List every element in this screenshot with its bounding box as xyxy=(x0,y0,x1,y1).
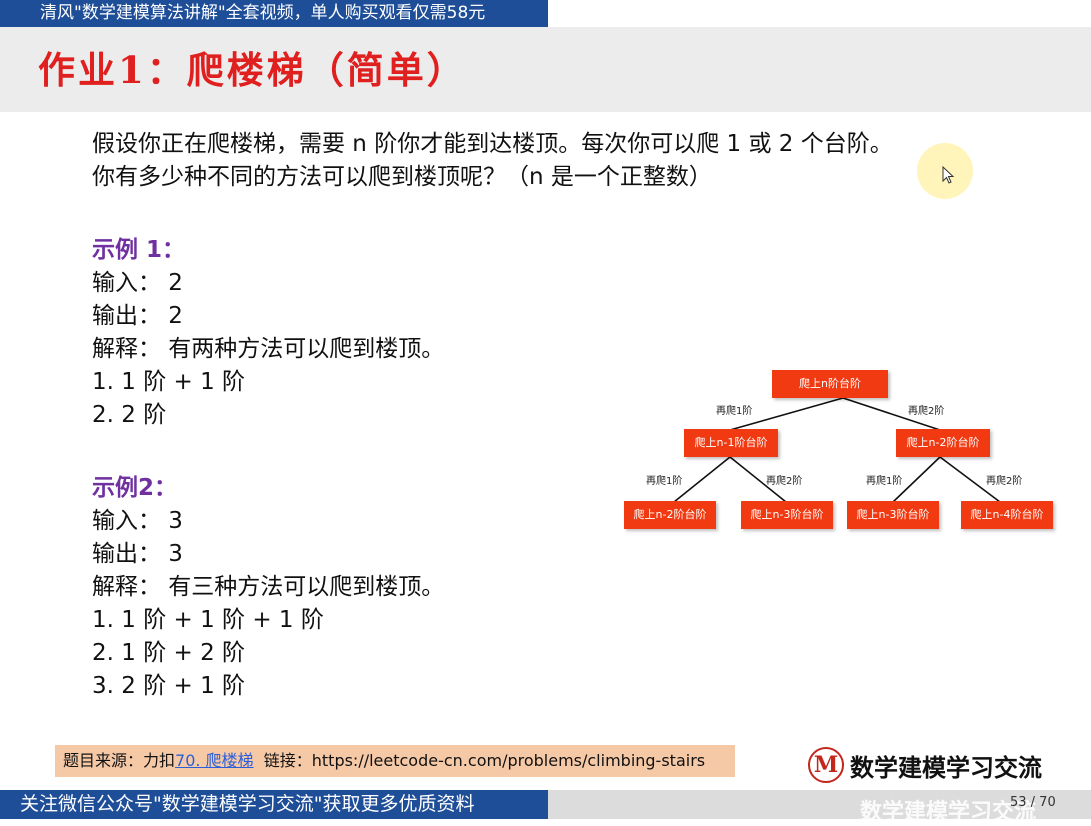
example2-explain: 解释： 有三种方法可以爬到楼顶。 xyxy=(92,574,445,600)
example2-way: 1. 1 阶 + 1 阶 + 1 阶 xyxy=(92,607,324,633)
tree-node-left: 爬上n-1阶台阶 xyxy=(684,429,778,457)
edge-label: 再爬2阶 xyxy=(986,476,1023,487)
example1-way: 1. 1 阶 + 1 阶 xyxy=(92,369,246,395)
example1-way: 2. 2 阶 xyxy=(92,402,167,428)
edge-label: 再爬1阶 xyxy=(866,476,903,487)
problem-line-2: 你有多少种不同的方法可以爬到楼顶呢？（n 是一个正整数） xyxy=(92,164,712,190)
link-label: 链接： xyxy=(263,751,312,770)
tree-node-rr: 爬上n-4阶台阶 xyxy=(961,501,1053,529)
edge-label: 再爬1阶 xyxy=(716,406,753,417)
problem-link[interactable]: 70. 爬楼梯 xyxy=(175,751,254,770)
brand: M 数学建模学习交流 xyxy=(808,745,1042,785)
example1-heading: 示例 1： xyxy=(92,237,186,263)
example1-explain: 解释： 有两种方法可以爬到楼顶。 xyxy=(92,336,445,362)
footer-strip xyxy=(548,790,1091,819)
tree-edges xyxy=(673,397,1001,503)
tree-node-right: 爬上n-2阶台阶 xyxy=(896,429,990,457)
example1-input: 输入： 2 xyxy=(92,270,183,296)
brand-name: 数学建模学习交流 xyxy=(850,753,1042,782)
example1-output: 输出： 2 xyxy=(92,303,183,329)
title-bar xyxy=(0,27,1091,112)
tree-node-root: 爬上n阶台阶 xyxy=(772,370,888,398)
bottom-banner: 关注微信公众号"数学建模学习交流"获取更多优质资料 xyxy=(0,790,548,819)
page-number: 53 / 70 xyxy=(1010,795,1056,810)
edge-label: 再爬2阶 xyxy=(908,406,945,417)
tree-node-rl: 爬上n-3阶台阶 xyxy=(847,501,939,529)
source-box: 题目来源：力扣70. 爬楼梯 链接：https://leetcode-cn.co… xyxy=(55,745,735,777)
source-prefix: 题目来源：力扣 xyxy=(63,751,176,770)
brand-logo-icon: M xyxy=(808,747,844,783)
example2-way: 3. 2 阶 + 1 阶 xyxy=(92,673,246,699)
example2-input: 输入： 3 xyxy=(92,508,183,534)
recursion-tree-diagram: 爬上n阶台阶 爬上n-1阶台阶 爬上n-2阶台阶 爬上n-2阶台阶 爬上n-3阶… xyxy=(600,360,1070,550)
example2-way: 2. 1 阶 + 2 阶 xyxy=(92,640,246,666)
tree-node-lr: 爬上n-3阶台阶 xyxy=(741,501,833,529)
top-banner: 清风"数学建模算法讲解"全套视频，单人购买观看仅需58元 xyxy=(0,0,548,27)
slide-title: 作业1：爬楼梯（简单） xyxy=(38,48,467,92)
example2-heading: 示例2： xyxy=(92,475,178,501)
edge-label: 再爬2阶 xyxy=(766,476,803,487)
slide-content: 假设你正在爬楼梯，需要 n 阶你才能到达楼顶。每次你可以爬 1 或 2 个台阶。… xyxy=(92,128,1052,703)
edge-label: 再爬1阶 xyxy=(646,476,683,487)
problem-line-1: 假设你正在爬楼梯，需要 n 阶你才能到达楼顶。每次你可以爬 1 或 2 个台阶。 xyxy=(92,131,893,157)
mouse-pointer-icon xyxy=(942,166,954,184)
example2-output: 输出： 3 xyxy=(92,541,183,567)
source-url: https://leetcode-cn.com/problems/climbin… xyxy=(311,751,706,770)
tree-node-ll: 爬上n-2阶台阶 xyxy=(624,501,716,529)
